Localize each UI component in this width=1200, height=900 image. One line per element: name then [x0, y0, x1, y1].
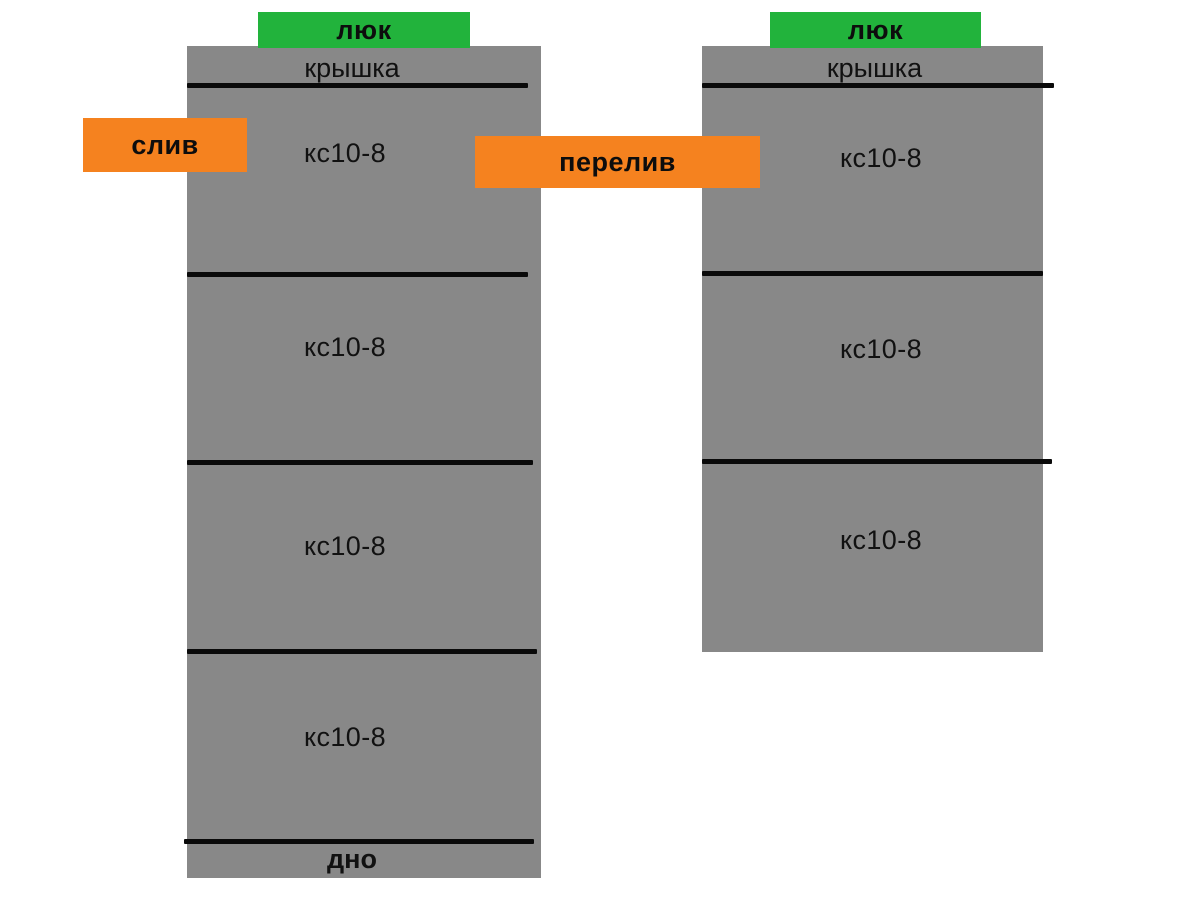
left-tank-hatch[interactable]: люк: [258, 12, 470, 48]
right-tank-hatch[interactable]: люк: [770, 12, 981, 48]
right-tank-cap-divider: [702, 83, 1054, 88]
left-tank-bottom-label: дно: [327, 844, 377, 874]
left-tank-ring-divider-1: [187, 272, 528, 277]
left-tank-ring-label-2: кс10-8: [303, 332, 387, 362]
left-tank-hatch-label: люк: [336, 14, 392, 45]
inlet-pipe[interactable]: слив: [83, 118, 247, 172]
left-tank-ring-label-1: кс10-8: [303, 138, 387, 168]
left-tank-bottom-divider: [184, 839, 534, 844]
right-tank-ring-divider-2: [702, 459, 1052, 464]
overflow-pipe-label: перелив: [559, 146, 676, 177]
left-tank-cap-label: крышка: [304, 53, 400, 83]
left-tank-ring-label-4: кс10-8: [303, 722, 387, 752]
left-tank-ring-divider-3: [187, 649, 537, 654]
right-tank-hatch-label: люк: [847, 14, 904, 45]
left-tank-ring-label-3: кс10-8: [303, 531, 387, 561]
right-tank-cap-label: крышка: [826, 53, 923, 83]
right-tank-ring-label-1: кс10-8: [839, 143, 923, 173]
right-tank-ring-label-3: кс10-8: [839, 525, 923, 555]
inlet-pipe-label: слив: [131, 129, 199, 160]
right-tank-ring-divider-1: [702, 271, 1043, 276]
left-tank-cap-divider: [187, 83, 528, 88]
overflow-pipe[interactable]: перелив: [475, 136, 760, 188]
left-tank-ring-divider-2: [187, 460, 533, 465]
right-tank-ring-label-2: кс10-8: [839, 334, 923, 364]
